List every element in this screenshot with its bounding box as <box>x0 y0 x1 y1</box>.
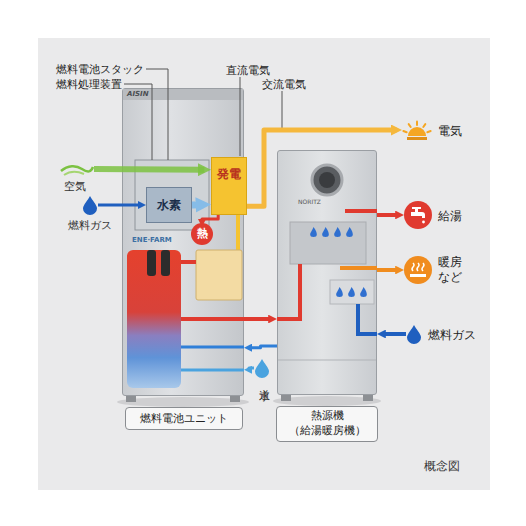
fuel-gas-input: 燃料ガス <box>82 195 98 215</box>
floor-shadow <box>273 396 381 406</box>
node-icon <box>60 162 94 176</box>
leader-line <box>282 91 283 128</box>
part-label: 交流電気 <box>262 77 306 92</box>
drop-symbol <box>83 196 97 215</box>
floor-shadow <box>117 397 249 407</box>
flow-connector <box>248 368 254 370</box>
node-text: 燃料電池ユニット <box>125 407 243 430</box>
node-text: 熱源機 （給湯暖房機） <box>276 406 378 442</box>
heat-wave <box>417 263 419 271</box>
part-label: NORITZ <box>298 198 321 205</box>
faucet-stem <box>415 208 418 212</box>
lamp-dome <box>408 127 426 136</box>
node-icon <box>402 116 432 144</box>
hydrogen-box: 水素 <box>146 187 192 223</box>
unit-foot <box>281 395 291 401</box>
light-ray <box>409 124 411 127</box>
electricity-output: 電気 <box>402 116 432 144</box>
faucet-spout <box>411 212 425 218</box>
part-label: 燃料処理装置 <box>56 77 122 92</box>
unit-foot <box>230 396 240 402</box>
flow-connector <box>377 268 400 272</box>
figure-caption: 概念図 <box>424 458 460 475</box>
node-icon <box>404 256 432 284</box>
node-text: 空気 <box>64 179 86 194</box>
wind-stroke <box>61 166 93 171</box>
drop-symbol <box>255 359 269 378</box>
drop-symbol <box>407 325 421 344</box>
part-label: ENE·FARM <box>132 236 172 244</box>
light-ray <box>403 131 406 132</box>
heat-wave <box>422 263 424 271</box>
node-icon <box>254 358 270 378</box>
node-text: 発電 <box>212 166 246 183</box>
light-ray <box>423 124 425 127</box>
wind-stroke <box>64 172 84 175</box>
flow-connector <box>381 332 406 336</box>
flow-connector <box>244 317 273 321</box>
fuel-gas-input: 燃料ガス <box>406 324 422 344</box>
node-text: 水素 <box>147 188 191 222</box>
node-text: 燃料ガス <box>428 327 476 344</box>
heating-output: 暖房 など <box>404 256 432 284</box>
water-drop <box>422 221 425 224</box>
part-label: 直流電気 <box>226 63 270 78</box>
light-ray <box>427 131 430 132</box>
node-text: 電気 <box>438 123 462 140</box>
node-text: 暖房 など <box>438 255 464 285</box>
floor-heater <box>410 274 426 277</box>
unit-foot <box>126 396 136 402</box>
node-icon <box>82 195 98 215</box>
heat-source-unit: 熱源機 （給湯暖房機） <box>277 150 377 395</box>
hot-water-output: 給湯 <box>404 201 432 229</box>
circle-shape <box>191 223 213 245</box>
unit-foot <box>363 395 373 401</box>
heat-circle: 熱 <box>191 223 213 245</box>
water-supply: 水道 <box>254 358 270 378</box>
node-text: 熱 <box>191 223 213 245</box>
heat-wave <box>412 263 414 271</box>
node-text: 燃料ガス <box>64 218 116 233</box>
part-label: AISIN <box>127 90 149 98</box>
part-label: 燃料電池スタック <box>56 62 144 77</box>
power-generation-box: 発電 <box>211 157 247 215</box>
icon-circle <box>404 201 432 229</box>
node-icon <box>404 201 432 229</box>
node-icon <box>406 324 422 344</box>
lamp-base <box>407 137 427 140</box>
light-ray <box>416 122 418 126</box>
icon-circle <box>404 256 432 284</box>
flow-connector <box>248 346 277 348</box>
air-input: 空気 <box>60 162 94 176</box>
node-text: 給湯 <box>438 208 462 225</box>
flow-connector <box>377 213 400 217</box>
